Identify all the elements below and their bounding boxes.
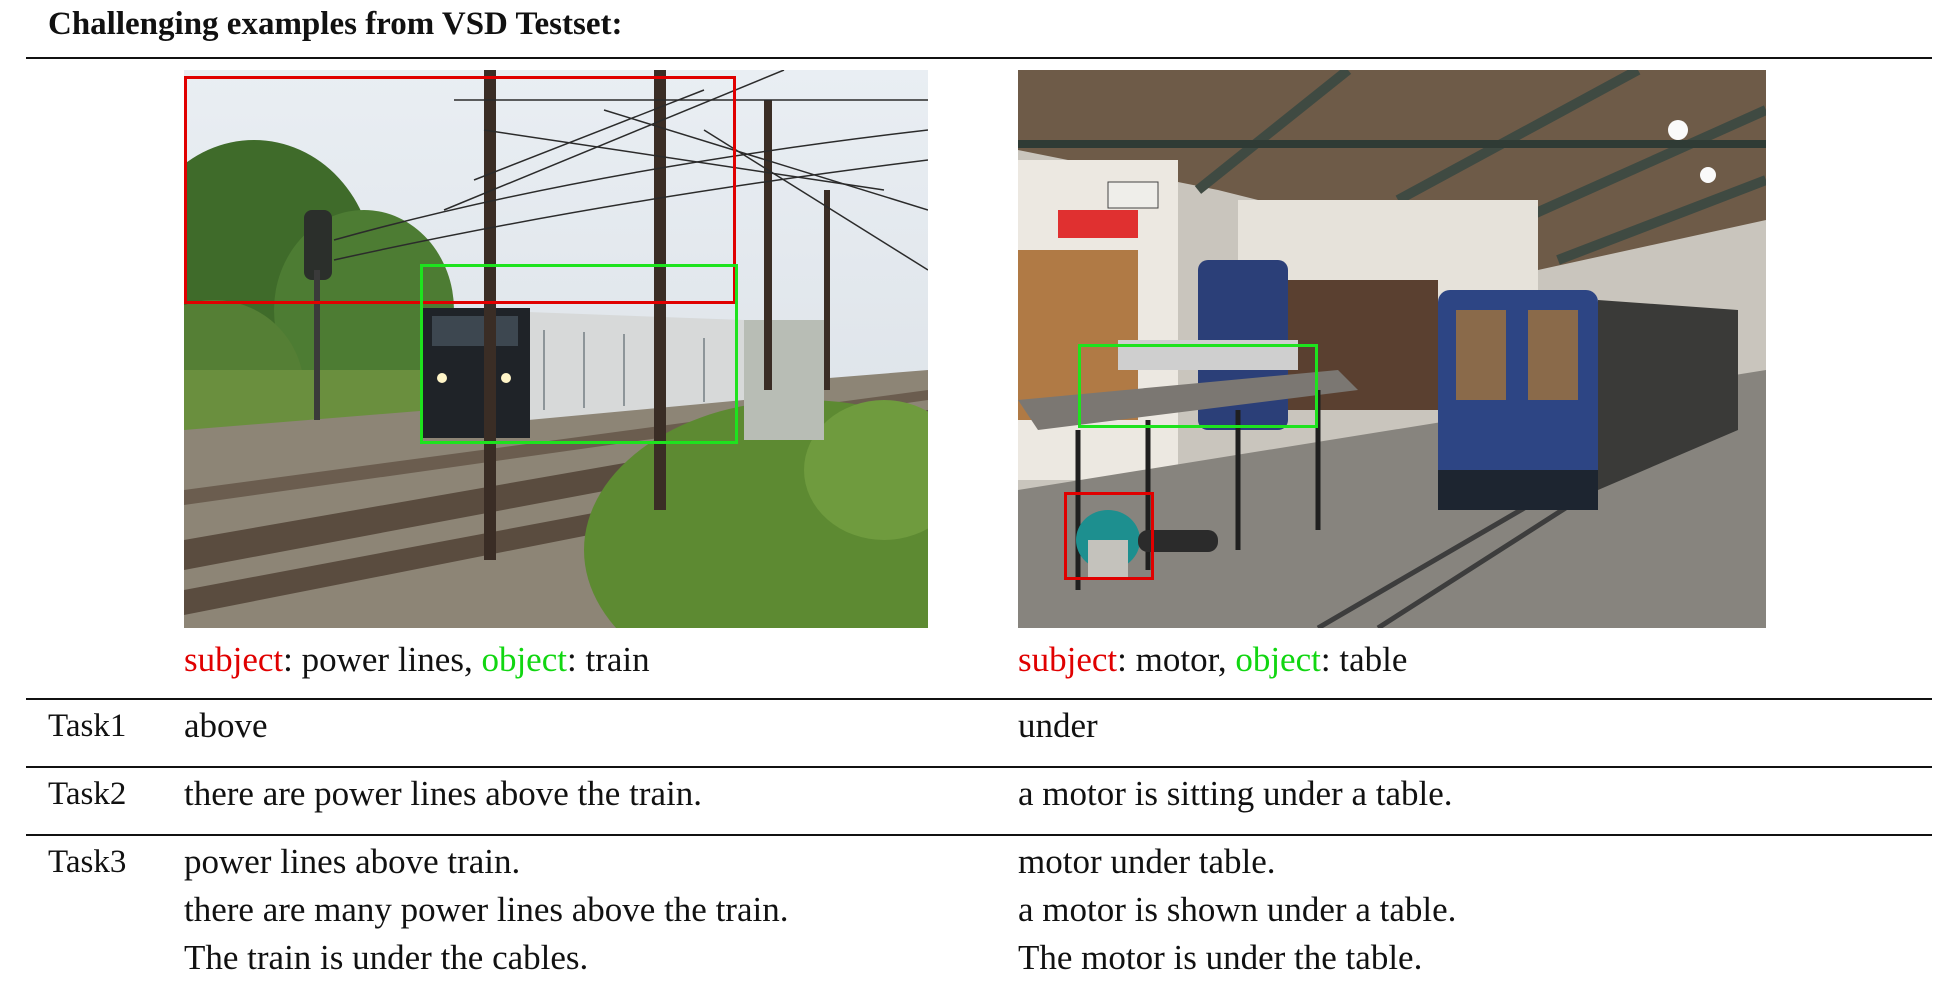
subject-bounding-box [184,76,736,304]
object-keyword: object [1235,640,1321,679]
task2-example-1: there are power lines above the train. [184,774,702,813]
task3-sentence: power lines above train. [184,842,521,881]
task3-sentence: The motor is under the table. [1018,938,1423,977]
object-value: table [1339,640,1408,679]
task3-example-1: power lines above train. there are many … [184,842,788,986]
subject-bounding-box [1064,492,1154,580]
object-bounding-box [1078,344,1318,428]
task3-sentence: a motor is shown under a table. [1018,890,1457,929]
task1-example-1: above [184,706,268,745]
rule-before-task1 [26,698,1932,700]
task2-label: Task2 [48,776,127,812]
workshop-scene-image [1018,70,1766,628]
task2-example-2: a motor is sitting under a table. [1018,774,1453,813]
example-2-caption: subject: motor, object: table [1018,640,1408,679]
example-1-photo [184,70,928,628]
object-value: train [585,640,650,679]
example-1-caption: subject: power lines, object: train [184,640,650,679]
rule-before-task3 [26,834,1932,836]
task3-label: Task3 [48,844,127,880]
subject-keyword: subject [184,640,284,679]
subject-keyword: subject [1018,640,1118,679]
task3-sentence: motor under table. [1018,842,1276,881]
subject-value: power lines [301,640,464,679]
object-keyword: object [481,640,567,679]
section-title: Challenging examples from VSD Testset: [48,6,623,42]
subject-value: motor [1135,640,1218,679]
task1-label: Task1 [48,708,127,744]
rule-before-task2 [26,766,1932,768]
task3-sentence: The train is under the cables. [184,938,589,977]
railway-scene-image [184,70,928,628]
task3-example-2: motor under table. a motor is shown unde… [1018,842,1456,986]
example-2-photo [1018,70,1766,628]
task1-example-2: under [1018,706,1098,745]
top-rule [26,57,1932,59]
task3-sentence: there are many power lines above the tra… [184,890,789,929]
object-bounding-box [420,264,738,444]
